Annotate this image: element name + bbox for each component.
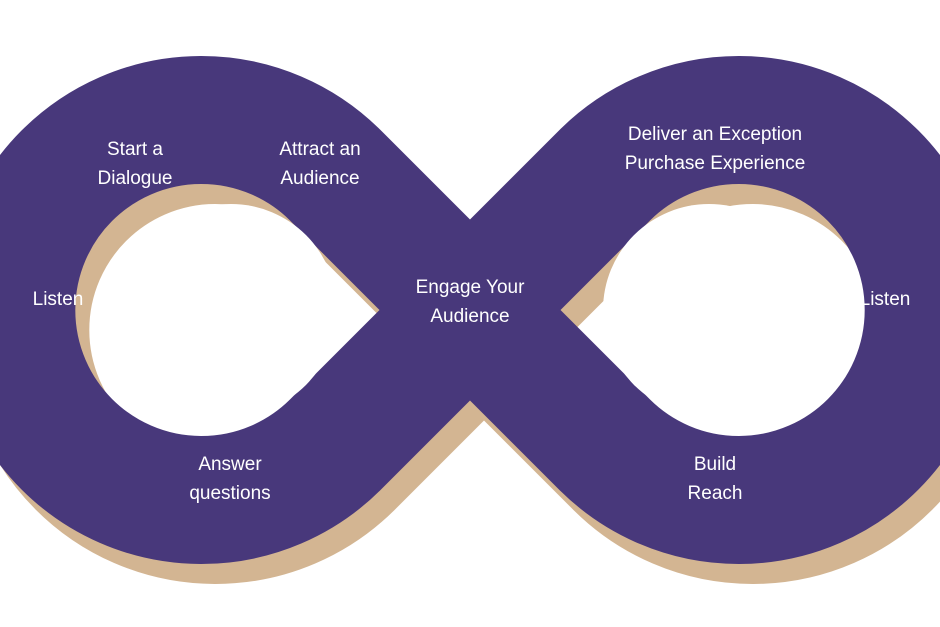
label-answer-questions: Answer questions [189,450,270,508]
label-listen-left: Listen [33,285,84,314]
label-listen-left-line1: Listen [32,289,84,310]
label-listen-right: Listen [860,285,911,314]
label-build-reach-line1: Build [693,454,737,475]
label-engage-audience-line1: Engage Your [415,277,525,298]
label-attract-audience-line1: Attract an [279,139,361,160]
label-start-dialogue: Start a Dialogue [98,135,173,193]
label-attract-audience-line2: Audience [280,168,360,189]
label-answer-questions-line2: questions [189,483,271,504]
label-deliver-experience-line1: Deliver an Exception [627,124,803,145]
label-answer-questions-line1: Answer [198,454,262,475]
label-start-dialogue-line1: Start a [107,139,163,160]
hole-left [125,204,337,416]
label-start-dialogue-line2: Dialogue [97,168,173,189]
label-attract-audience: Attract an Audience [279,135,360,193]
label-deliver-experience-line2: Purchase Experience [624,153,806,174]
label-build-reach-line2: Reach [687,483,743,504]
hole-right [603,204,815,416]
label-deliver-experience: Deliver an Exception Purchase Experience [625,120,806,178]
label-engage-audience-line2: Audience [430,306,510,327]
label-engage-audience: Engage Your Audience [416,273,525,331]
label-listen-right-line1: Listen [859,289,911,310]
label-build-reach: Build Reach [688,450,743,508]
